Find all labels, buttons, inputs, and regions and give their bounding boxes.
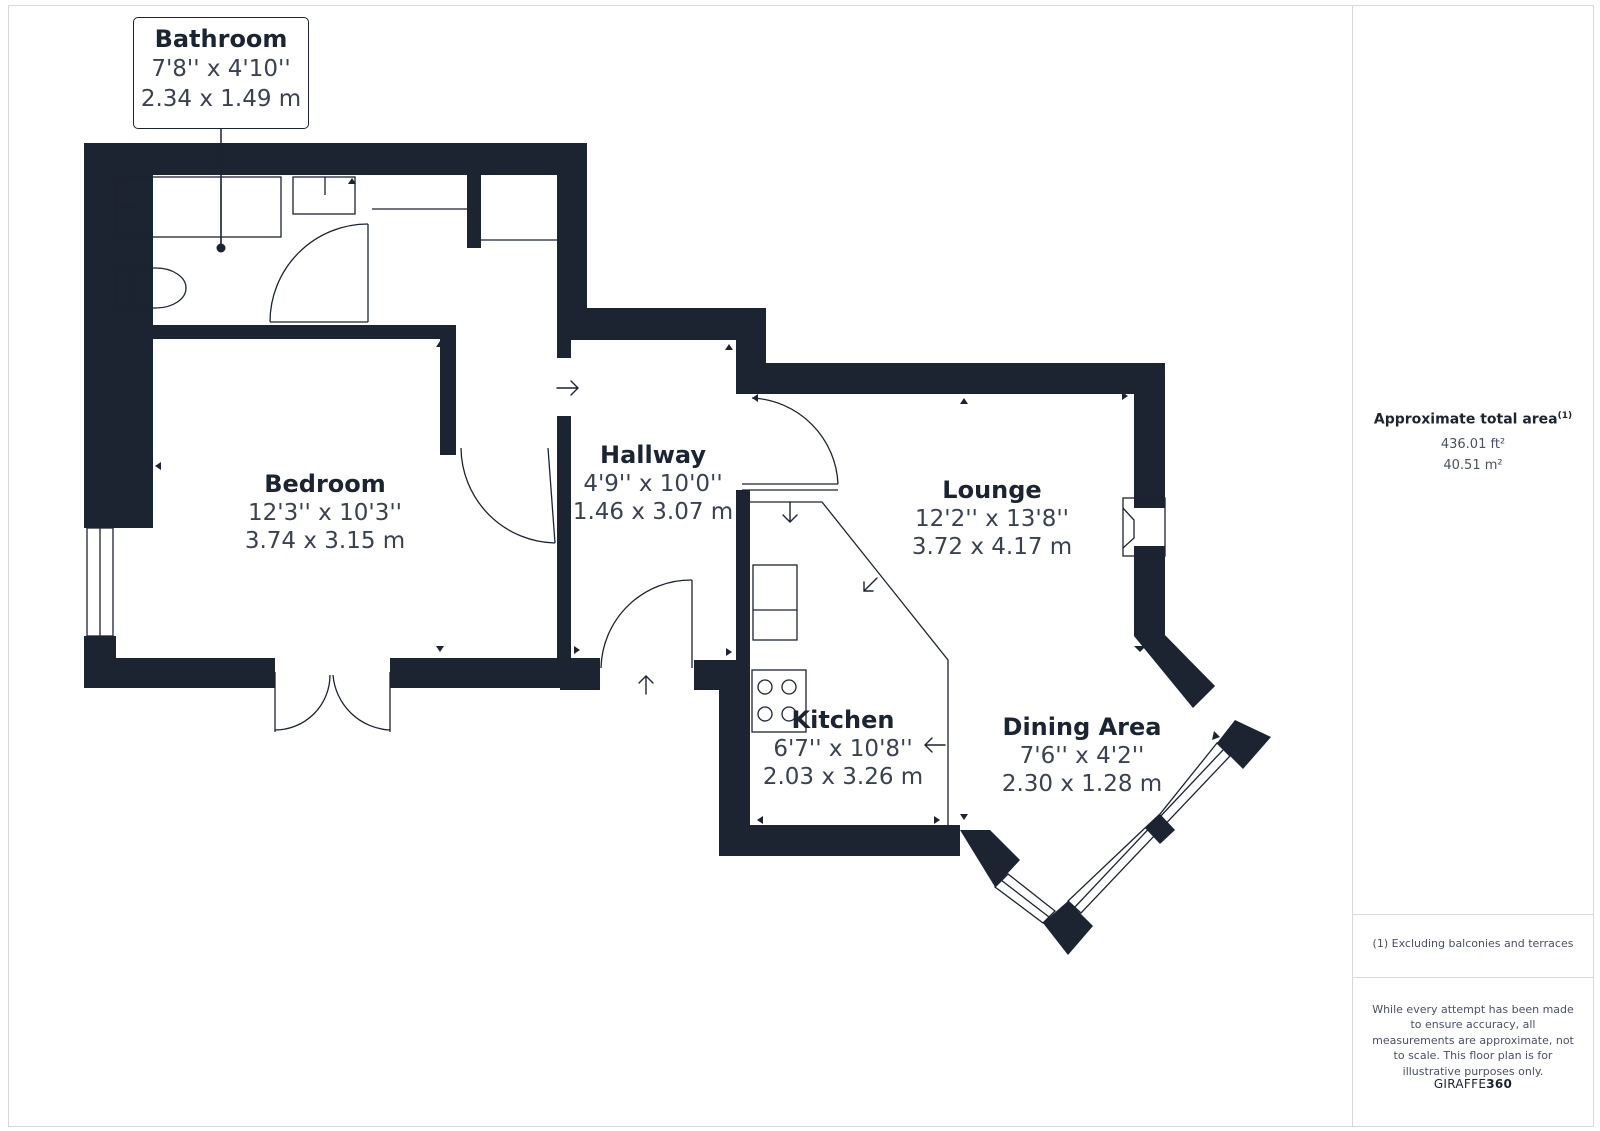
- floor-plan: [84, 129, 1271, 955]
- room-dimensions-metric: 3.74 x 3.15 m: [244, 528, 406, 555]
- total-area-title-text: Approximate total area: [1373, 411, 1558, 428]
- room-dimensions-metric: 2.03 x 3.26 m: [762, 764, 924, 791]
- room-dimensions-imperial: 6'7'' x 10'8'': [773, 736, 913, 763]
- footnote-mark: (1): [1557, 411, 1573, 421]
- fixtures: [86, 176, 1231, 924]
- room-dimensions-imperial: 12'3'' x 10'3'': [248, 500, 402, 527]
- arrow-diagonal-icon: [863, 577, 878, 592]
- room-dimensions-imperial: 12'2'' x 13'8'': [915, 506, 1069, 533]
- room-dimensions-metric: 3.72 x 4.17 m: [911, 534, 1073, 561]
- bedroom-label: Bedroom 12'3'' x 10'3'' 3.74 x 3.15 m: [245, 470, 405, 555]
- arrow-down-icon: [782, 501, 798, 523]
- hallway-label: Hallway 4'9'' x 10'0'' 1.46 x 3.07 m: [573, 441, 733, 526]
- room-dimensions-imperial: 4'9'' x 10'0'': [583, 471, 723, 498]
- page-frame: [8, 5, 1594, 1127]
- divider: [1352, 977, 1594, 978]
- room-name: Lounge: [942, 476, 1042, 504]
- room-dimensions-imperial: 7'6'' x 4'2'': [1019, 743, 1145, 770]
- bathroom-callout: Bathroom 7'8'' x 4'10'' 2.34 x 1.49 m: [133, 17, 309, 129]
- dining-area-label: Dining Area 7'6'' x 4'2'' 2.30 x 1.28 m: [1002, 713, 1162, 798]
- room-dimensions-metric: 1.46 x 3.07 m: [572, 499, 734, 526]
- arrow-right-icon: [556, 380, 579, 396]
- total-area-block: Approximate total area(1) 436.01 ft² 40.…: [1352, 411, 1594, 473]
- arrow-left-icon: [924, 737, 946, 753]
- callout-pointer-dot: [216, 243, 226, 253]
- room-name: Dining Area: [1002, 713, 1162, 741]
- total-area-ft: 436.01 ft²: [1440, 436, 1506, 452]
- kitchen-label: Kitchen 6'7'' x 10'8'' 2.03 x 3.26 m: [763, 706, 923, 791]
- room-dimensions-metric: 2.30 x 1.28 m: [1001, 771, 1163, 798]
- room-dimensions-imperial: 7'8'' x 4'10'': [151, 56, 291, 83]
- divider: [1352, 914, 1594, 915]
- room-name: Bathroom: [154, 25, 288, 53]
- room-dimensions-metric: 2.34 x 1.49 m: [140, 86, 302, 113]
- room-name: Hallway: [599, 441, 706, 469]
- room-name: Kitchen: [791, 706, 895, 734]
- footnote: (1) Excluding balconies and terraces: [1372, 937, 1574, 950]
- room-name: Bedroom: [264, 470, 386, 498]
- disclaimer: While every attempt has been made to ens…: [1372, 1003, 1574, 1078]
- walls: [84, 143, 1271, 955]
- brand-logo: GIRAFFE360: [1352, 1077, 1594, 1091]
- brand-light: GIRAFFE: [1433, 1077, 1487, 1091]
- lounge-label: Lounge 12'2'' x 13'8'' 3.72 x 4.17 m: [912, 476, 1072, 561]
- arrow-up-icon: [638, 675, 654, 695]
- info-sidebar: [1352, 5, 1594, 1127]
- door-arrows: [556, 380, 946, 753]
- dimension-ticks: [118, 178, 1220, 912]
- total-area-m: 40.51 m²: [1443, 457, 1503, 473]
- total-area-title: Approximate total area(1): [1352, 411, 1594, 428]
- brand-bold: 360: [1486, 1077, 1513, 1091]
